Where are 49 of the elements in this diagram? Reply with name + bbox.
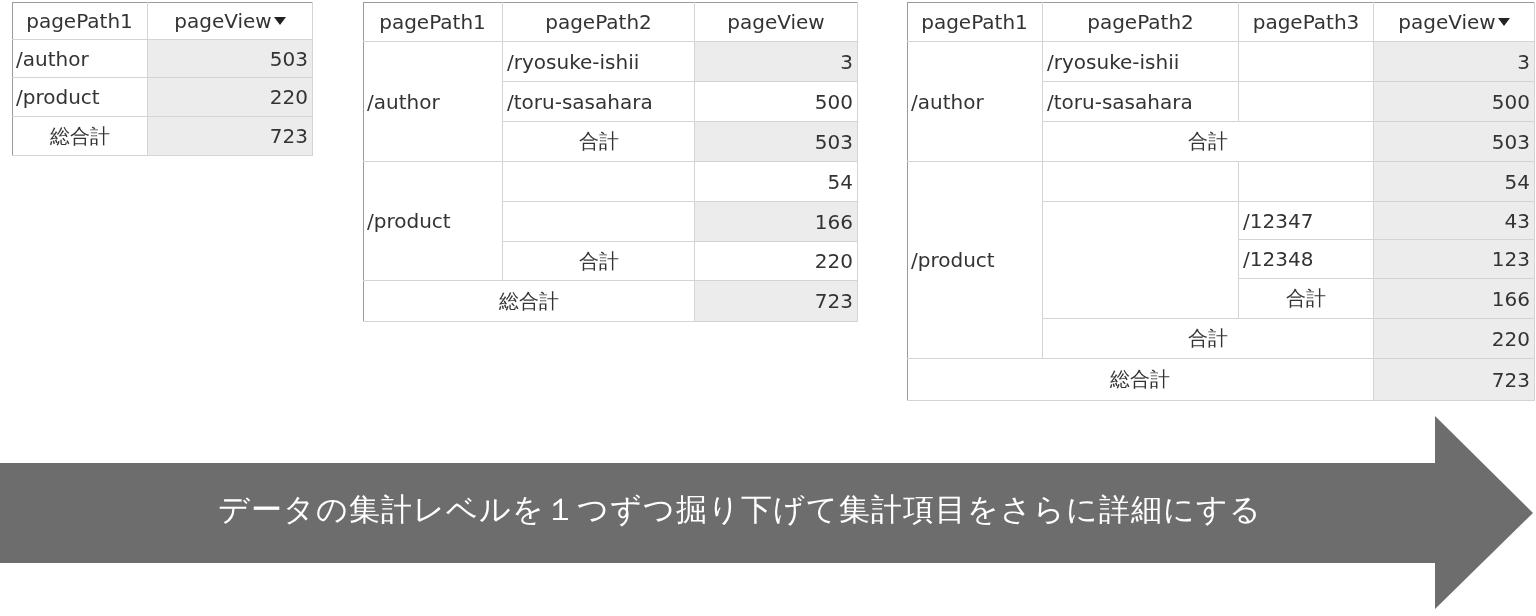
row-label: /12348 bbox=[1243, 247, 1314, 271]
value: 3 bbox=[1517, 49, 1530, 74]
total-label: 総合計 bbox=[49, 122, 110, 150]
total-label: 合計 bbox=[578, 128, 619, 155]
total-label: 総合計 bbox=[1110, 366, 1170, 393]
value: 503 bbox=[269, 46, 308, 71]
value: 220 bbox=[269, 85, 308, 109]
value: 123 bbox=[1491, 247, 1530, 271]
row-label: /author bbox=[16, 46, 89, 71]
row-label: /ryosuke-ishii bbox=[507, 49, 640, 74]
row-label: /ryosuke-ishii bbox=[1047, 49, 1180, 74]
value: 500 bbox=[1491, 89, 1530, 114]
row-label: /product bbox=[911, 248, 995, 272]
column-header: pageView bbox=[174, 8, 272, 33]
row-label: /product bbox=[16, 85, 100, 109]
total-label: 合計 bbox=[578, 247, 619, 275]
value: 54 bbox=[1504, 169, 1530, 194]
row-label: /product bbox=[367, 209, 451, 233]
value: 503 bbox=[814, 129, 853, 154]
value: 166 bbox=[814, 209, 853, 234]
total-label: 総合計 bbox=[498, 287, 559, 315]
column-header: pagePath1 bbox=[921, 9, 1028, 34]
value: 54 bbox=[827, 169, 853, 194]
value: 503 bbox=[1491, 129, 1530, 154]
value: 220 bbox=[1491, 326, 1530, 351]
value: 723 bbox=[814, 289, 853, 313]
column-header: pagePath1 bbox=[379, 9, 486, 34]
column-header: pagePath2 bbox=[1087, 9, 1194, 34]
value: 166 bbox=[1491, 286, 1530, 311]
column-header: pageView bbox=[727, 9, 825, 34]
row-label: /12347 bbox=[1243, 208, 1314, 233]
column-header: pagePath2 bbox=[545, 9, 652, 34]
column-header: pageView bbox=[1398, 9, 1496, 34]
total-label: 合計 bbox=[1286, 285, 1326, 312]
value: 500 bbox=[814, 89, 853, 114]
arrow-text: データの集計レベルを１つずつ掘り下げて集計項目をさらに詳細にする bbox=[217, 490, 1263, 529]
row-label: /toru-sasahara bbox=[507, 89, 653, 114]
value: 43 bbox=[1504, 208, 1530, 233]
value: 3 bbox=[840, 49, 853, 74]
column-header: pagePath1 bbox=[26, 8, 133, 33]
value: 220 bbox=[814, 249, 853, 273]
total-label: 合計 bbox=[1188, 325, 1228, 352]
value: 723 bbox=[1491, 367, 1530, 392]
row-label: /author bbox=[911, 89, 984, 114]
column-header: pagePath3 bbox=[1252, 9, 1360, 34]
row-label: /author bbox=[367, 89, 440, 114]
row-label: /toru-sasahara bbox=[1047, 89, 1193, 114]
total-label: 合計 bbox=[1188, 128, 1228, 155]
value: 723 bbox=[269, 124, 308, 148]
